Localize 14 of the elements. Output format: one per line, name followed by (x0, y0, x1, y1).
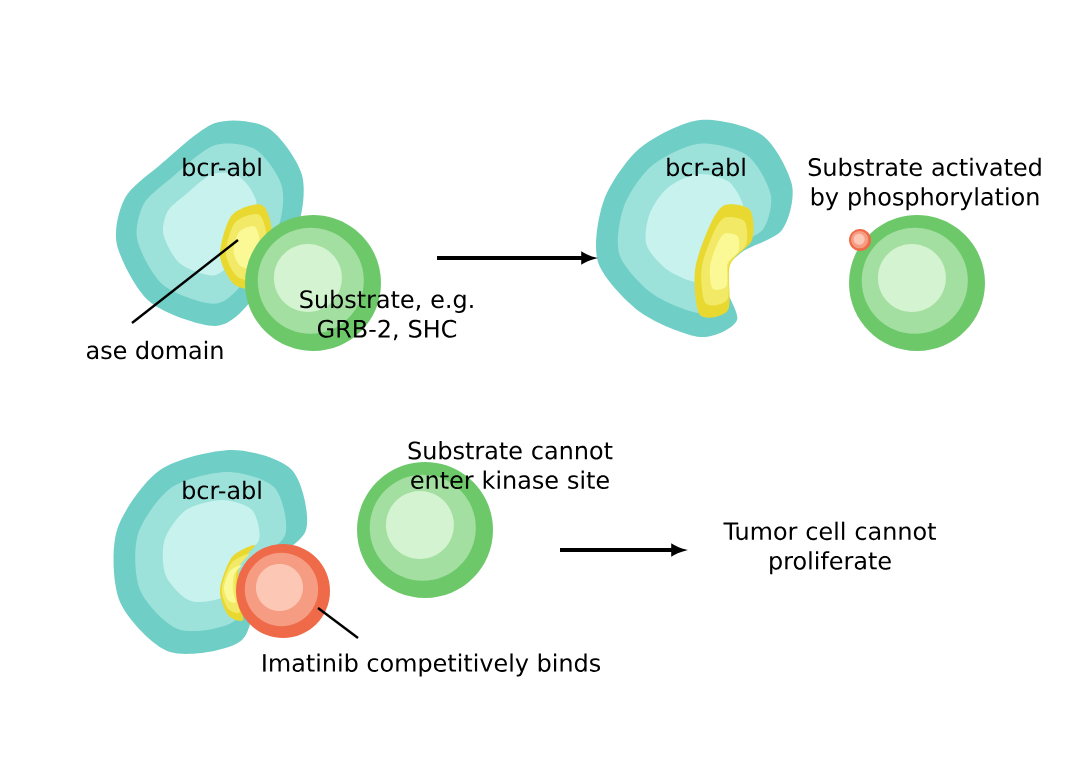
leader-label: Imatinib competitively binds (263, 653, 601, 677)
substrate-label: Substrate activated by phosphorylation (808, 157, 1041, 211)
kinase-domain (694, 204, 754, 318)
leader-line (131, 239, 239, 324)
substrate-label: Substrate, e.g. GRB-2, SHC (300, 289, 473, 341)
protein-label: bcr-abl (667, 157, 745, 177)
protein-label: bcr-abl (183, 157, 261, 177)
phosphate-group (849, 229, 871, 251)
leader-label: ase domain (87, 340, 223, 360)
result-text: Tumor cell cannot proliferate (723, 521, 936, 575)
drug-sphere (236, 544, 330, 638)
leader-line (317, 607, 359, 639)
substrate-label: Substrate cannot enter kinase site (408, 441, 613, 489)
protein-label: bcr-abl (183, 480, 261, 500)
